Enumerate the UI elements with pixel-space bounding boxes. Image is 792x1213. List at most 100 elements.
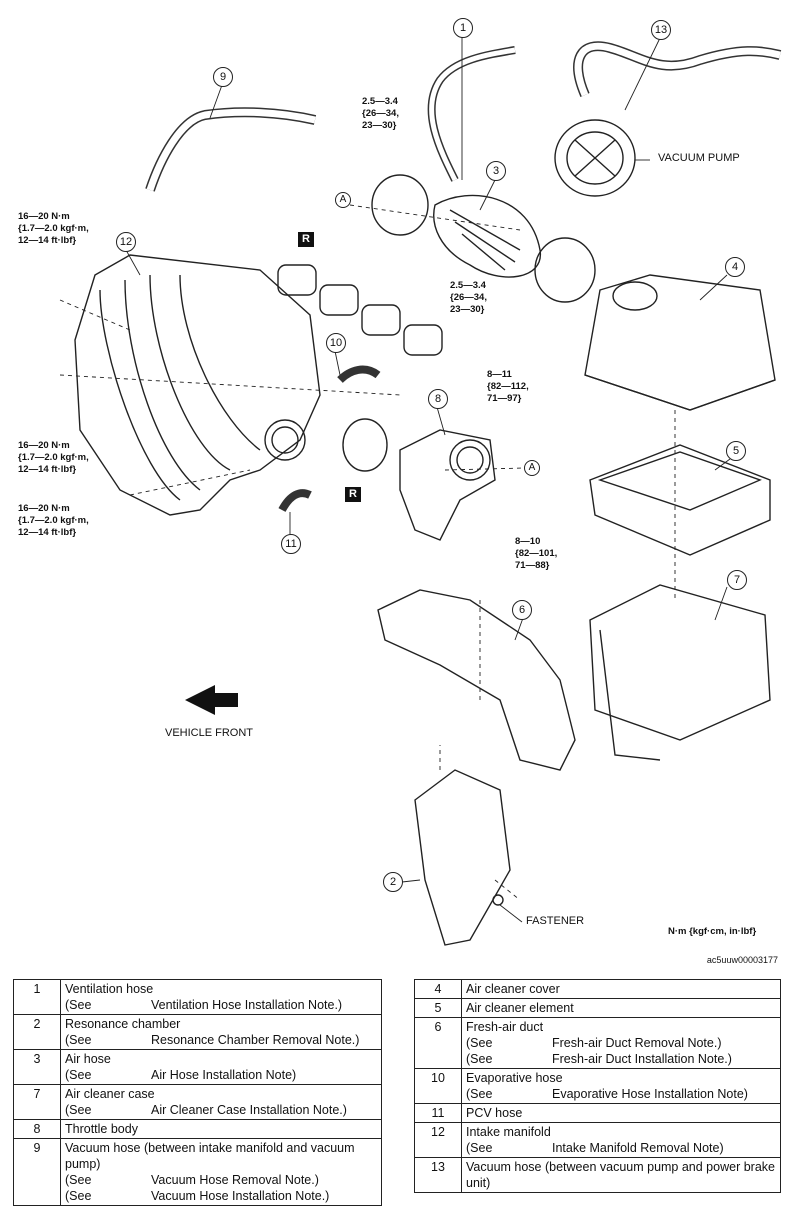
part-number: 3 [13, 1049, 61, 1085]
part-number: 2 [13, 1014, 61, 1050]
part-description: Evaporative hose (See Evaporative Hose Ins… [461, 1068, 781, 1104]
exploded-diagram: 1 2 3 4 5 6 7 8 9 10 11 12 13 A A R R 2.… [18, 18, 782, 946]
part-number: 13 [414, 1157, 462, 1193]
reference-note: (See Vacuum Hose Installation Note.) [65, 1188, 377, 1204]
part-name: Air cleaner case [65, 1087, 155, 1101]
reference-link[interactable]: Vacuum Hose Installation Note.) [151, 1189, 330, 1203]
torque-throttle-body: 8—11 {82—112, 71—97} [487, 369, 529, 404]
reference-link[interactable]: Fresh-air Duct Installation Note.) [552, 1052, 732, 1066]
part-name: Throttle body [65, 1122, 138, 1136]
reference-note: (See Fresh-air Duct Installation Note.) [466, 1051, 776, 1067]
part-name: Evaporative hose [466, 1071, 563, 1085]
part-name: PCV hose [466, 1106, 523, 1120]
part-name: Ventilation hose [65, 982, 154, 996]
torque-clamp-lower: 2.5—3.4 {26—34, 23—30} [450, 280, 487, 315]
see-prefix: (See [65, 1189, 92, 1203]
reference-link[interactable]: Ventilation Hose Installation Note.) [151, 998, 343, 1012]
part-row: 8 Throttle body [13, 1119, 382, 1139]
torque-manifold-upper: 16—20 N·m {1.7—2.0 kgf·m, 12—14 ft·lbf} [18, 211, 89, 246]
vehicle-front-label: VEHICLE FRONT [165, 727, 254, 739]
reference-link[interactable]: Vacuum Hose Removal Note.) [151, 1173, 319, 1187]
part-name: Vacuum hose (between vacuum pump and pow… [466, 1160, 775, 1190]
part-description: Air hose (See Air Hose Installation Note) [60, 1049, 382, 1085]
part-description: Vacuum hose (between intake manifold and… [60, 1138, 382, 1206]
see-prefix: (See [466, 1087, 493, 1101]
part-name: Fresh-air duct [466, 1020, 544, 1034]
fastener-label: FASTENER [526, 915, 585, 927]
see-prefix: (See [65, 1033, 92, 1047]
part-number: 10 [414, 1068, 462, 1104]
callout-8: 8 [428, 389, 448, 409]
reference-note: (See Air Cleaner Case Installation Note.) [65, 1102, 377, 1118]
reference-note: (See Intake Manifold Removal Note) [466, 1140, 776, 1156]
part-description: Air cleaner case (See Air Cleaner Case Ins… [60, 1084, 382, 1120]
see-prefix: (See [65, 1068, 92, 1082]
reference-note: (See Air Hose Installation Note) [65, 1067, 377, 1083]
document-id: ac5uuw00003177 [706, 955, 778, 965]
replace-mark-gasket: R [345, 487, 361, 502]
part-description: Ventilation hose (See Ventilation Hose Ins… [60, 979, 382, 1015]
reference-link[interactable]: Evaporative Hose Installation Note) [552, 1087, 748, 1101]
part-name: Vacuum hose (between intake manifold and… [65, 1141, 355, 1171]
callout-4: 4 [725, 257, 745, 277]
part-description: Vacuum hose (between vacuum pump and pow… [461, 1157, 781, 1193]
replace-mark-gaskets: R [298, 232, 314, 247]
part-number: 1 [13, 979, 61, 1015]
callout-6: 6 [512, 600, 532, 620]
see-prefix: (See [466, 1141, 493, 1155]
part-row: 11 PCV hose [414, 1103, 781, 1123]
callout-13: 13 [651, 20, 671, 40]
part-description: Resonance chamber (See Resonance Chamber R… [60, 1014, 382, 1050]
part-number: 8 [13, 1119, 61, 1139]
torque-manifold-lower: 16—20 N·m {1.7—2.0 kgf·m, 12—14 ft·lbf} [18, 503, 89, 538]
part-name: Air cleaner cover [466, 982, 560, 996]
diagram-drawing [59, 35, 782, 946]
reference-link[interactable]: Resonance Chamber Removal Note.) [151, 1033, 360, 1047]
see-prefix: (See [65, 998, 92, 1012]
torque-duct-bolt: 8—10 {82—101, 71—88} [515, 536, 558, 571]
part-name: Intake manifold [466, 1125, 551, 1139]
callout-9: 9 [213, 67, 233, 87]
part-name: Air hose [65, 1052, 111, 1066]
reference-note: (See Vacuum Hose Removal Note.) [65, 1172, 377, 1188]
reference-note: (See Resonance Chamber Removal Note.) [65, 1032, 377, 1048]
part-number: 6 [414, 1017, 462, 1069]
see-prefix: (See [466, 1052, 493, 1066]
reference-link[interactable]: Fresh-air Duct Removal Note.) [552, 1036, 722, 1050]
part-description: Intake manifold (See Intake Manifold Remov… [461, 1122, 781, 1158]
part-number: 4 [414, 979, 462, 999]
reference-link[interactable]: Air Cleaner Case Installation Note.) [151, 1103, 347, 1117]
part-number: 11 [414, 1103, 462, 1123]
part-row: 10 Evaporative hose (See Evaporative Hose I… [414, 1068, 781, 1104]
part-row: 3 Air hose (See Air Hose Installation Note) [13, 1049, 382, 1085]
part-row: 2 Resonance chamber (See Resonance Chamber … [13, 1014, 382, 1050]
reference-link[interactable]: Intake Manifold Removal Note) [552, 1141, 724, 1155]
part-description: PCV hose [461, 1103, 781, 1123]
see-prefix: (See [65, 1103, 92, 1117]
point-a-upper: A [335, 192, 351, 208]
part-description: Air cleaner element [461, 998, 781, 1018]
units-note: N·m {kgf·cm, in·lbf} [668, 926, 757, 937]
callout-1: 1 [453, 18, 473, 38]
part-row: 1 Ventilation hose (See Ventilation Hose In… [13, 979, 382, 1015]
callout-5: 5 [726, 441, 746, 461]
torque-clamp-upper: 2.5—3.4 {26—34, 23—30} [362, 96, 399, 131]
point-a-lower: A [524, 460, 540, 476]
callout-3: 3 [486, 161, 506, 181]
callout-2: 2 [383, 872, 403, 892]
vacuum-pump-label: VACUUM PUMP [658, 152, 740, 164]
part-number: 9 [13, 1138, 61, 1206]
callout-7: 7 [727, 570, 747, 590]
part-name: Resonance chamber [65, 1017, 181, 1031]
reference-link[interactable]: Air Hose Installation Note) [151, 1068, 297, 1082]
see-prefix: (See [65, 1173, 92, 1187]
callout-12: 12 [116, 232, 136, 252]
torque-manifold-middle: 16—20 N·m {1.7—2.0 kgf·m, 12—14 ft·lbf} [18, 440, 89, 475]
